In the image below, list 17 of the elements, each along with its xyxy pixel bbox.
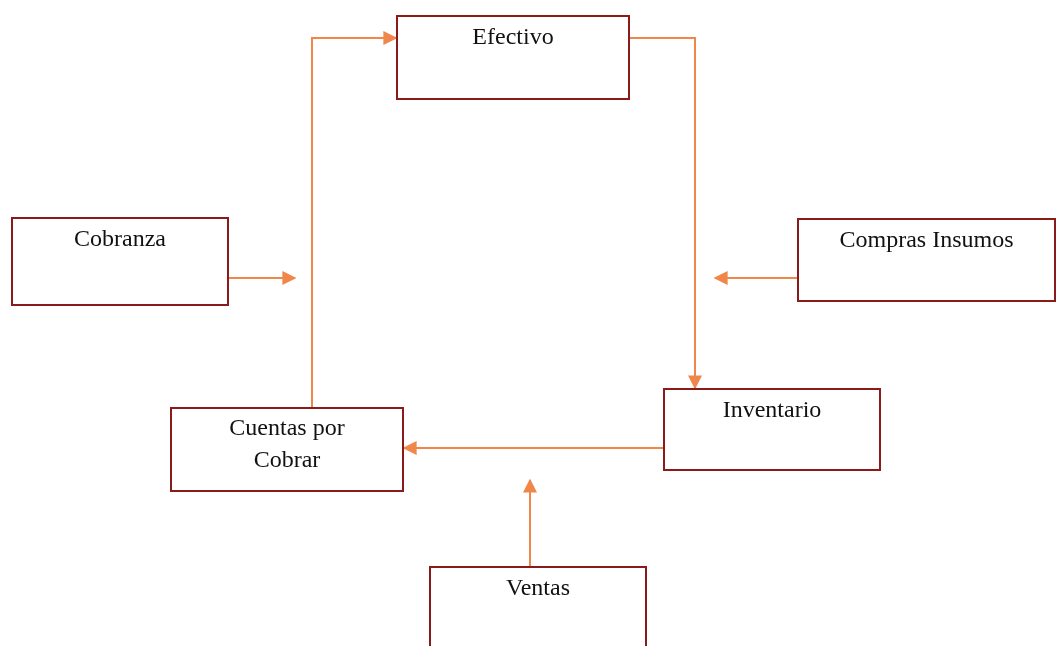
- box-label: Inventario: [722, 395, 822, 424]
- process-box: [797, 218, 1056, 302]
- arrow: [713, 271, 798, 285]
- process-box: [429, 566, 647, 646]
- arrow: [311, 31, 398, 408]
- arrow: [523, 478, 537, 567]
- process-box: [11, 217, 229, 306]
- box-label: Cuentas por Cobrar: [228, 413, 346, 474]
- box-label: Compras Insumos: [839, 225, 1014, 254]
- arrow: [228, 271, 297, 285]
- process-box: [396, 15, 630, 100]
- process-box: [170, 407, 404, 492]
- box-label: Cobranza: [74, 224, 166, 253]
- box-label: Efectivo: [472, 22, 554, 51]
- process-box: [663, 388, 881, 471]
- arrow: [629, 37, 702, 390]
- box-label: Ventas: [506, 573, 570, 602]
